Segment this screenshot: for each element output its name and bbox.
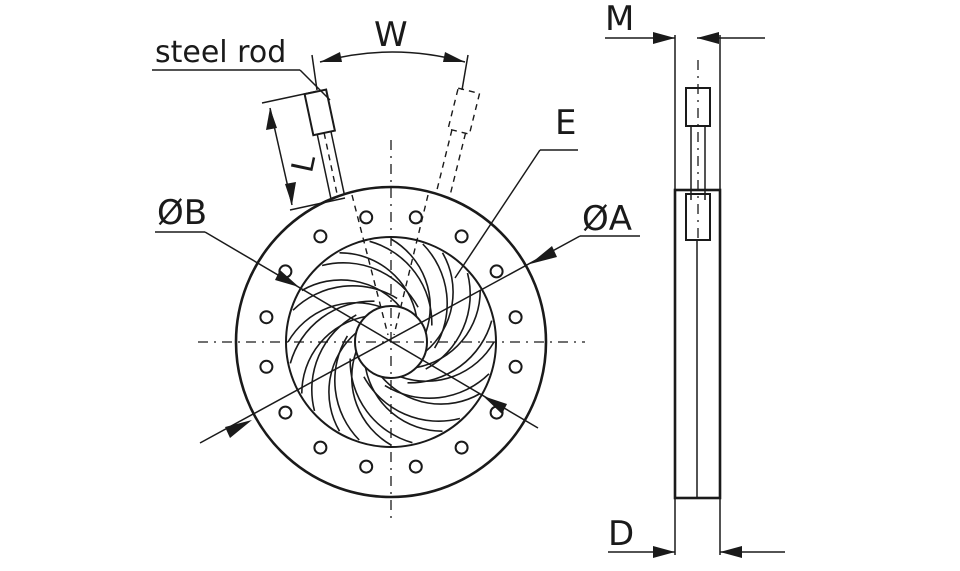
rod-left-shaft-core	[323, 132, 339, 197]
bolt-hole	[359, 459, 374, 474]
length-extension-line	[289, 197, 346, 211]
width-arrow-left	[320, 52, 342, 62]
bolt-hole	[259, 310, 274, 325]
rod-right-cap	[447, 87, 481, 136]
steel-rod-leader	[299, 69, 331, 101]
steel-rod-label: steel rod	[155, 35, 286, 70]
blade-edge-leader	[454, 149, 541, 279]
length-extension-line	[261, 90, 319, 104]
length-arrow-bottom	[285, 182, 296, 205]
iris-blade	[400, 341, 495, 383]
blade-edge-callout: E	[454, 103, 578, 279]
iris-blade-edge	[334, 335, 360, 441]
inner-diameter-label: ØB	[157, 193, 207, 233]
iris-blade-edge	[369, 240, 433, 326]
width-dimension: W	[311, 15, 469, 91]
blade-edge-label: E	[555, 103, 576, 143]
iris-blade-edge	[407, 320, 493, 384]
outer-flange-circle	[234, 185, 548, 499]
iris-blade	[287, 301, 382, 343]
steel-rod-left	[303, 88, 346, 199]
iris-blade	[390, 238, 432, 333]
inner-diameter-dimension: ØB	[155, 193, 539, 429]
iris-blade-edge	[349, 358, 413, 444]
outer-diameter-dimension: ØA	[199, 199, 640, 444]
inner-diameter-arrow-lower	[483, 396, 507, 414]
bolt-hole	[508, 359, 523, 374]
iris-blade-edge	[292, 285, 398, 311]
width-label: W	[374, 15, 408, 55]
bolt-hole	[454, 440, 469, 455]
aperture-circle	[354, 305, 428, 379]
inner-diameter-arrow-upper	[275, 270, 299, 287]
bolt-hole	[259, 359, 274, 374]
iris-blade	[364, 367, 443, 433]
bolt-hole	[408, 459, 423, 474]
thickness-d-label: D	[608, 514, 634, 554]
iris-blade-edge	[422, 243, 448, 349]
bolt-hole	[454, 229, 469, 244]
width-arrow-right	[443, 52, 465, 62]
thickness-d-arrow-right	[720, 546, 742, 558]
steel-rod-right	[435, 87, 481, 197]
rod-left-hidden-link	[351, 194, 389, 336]
width-extension-line	[311, 54, 318, 91]
outer-diameter-arrow-lower	[225, 420, 252, 438]
outer-diameter-label: ØA	[582, 199, 632, 239]
front-view	[198, 140, 585, 520]
iris-blade-edge	[384, 373, 490, 399]
iris-blade	[301, 279, 401, 308]
length-label: L	[285, 152, 323, 176]
length-dimension: L	[261, 90, 346, 211]
side-rod-collar	[685, 193, 711, 241]
side-view: M D	[605, 0, 785, 558]
outer-diameter-arrow-upper	[530, 246, 557, 264]
thickness-d-arrow-left	[653, 546, 675, 558]
outer-diameter-leader	[199, 235, 581, 444]
iris-blade	[350, 351, 392, 446]
inner-diameter-leader	[204, 231, 539, 429]
bolt-hole	[408, 210, 423, 225]
iris-blades	[287, 238, 495, 446]
rod-right-hidden-link	[393, 194, 429, 336]
steel-rod-callout: steel rod	[152, 35, 331, 101]
bolt-hole	[313, 440, 328, 455]
thickness-m-arrow-right	[697, 32, 719, 44]
iris-blade	[300, 315, 366, 394]
bolt-hole	[489, 264, 504, 279]
rod-right-shaft-edge	[435, 129, 453, 194]
bolt-hole	[313, 229, 328, 244]
width-extension-line	[461, 54, 469, 91]
rod-left-cap	[303, 88, 337, 137]
iris-blade	[339, 251, 418, 317]
bolt-hole	[359, 210, 374, 225]
rod-left-shaft-edge	[330, 131, 346, 196]
bolt-hole	[508, 310, 523, 325]
bolt-hole	[278, 405, 293, 420]
rod-right-shaft-edge	[449, 133, 467, 197]
thickness-m-label: M	[605, 0, 634, 39]
bolt-holes	[259, 210, 523, 474]
rod-left-shaft-edge	[316, 134, 332, 199]
thickness-m-arrow-left	[653, 32, 675, 44]
length-arrow-top	[266, 108, 277, 130]
